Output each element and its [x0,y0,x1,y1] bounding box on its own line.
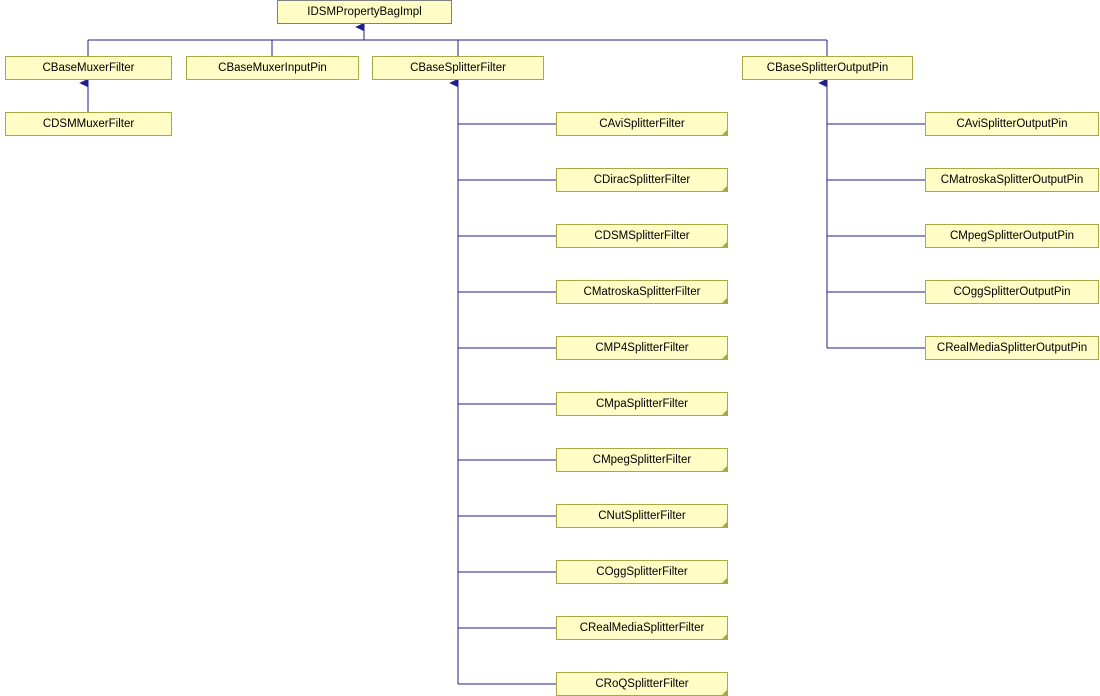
class-node-cdiracsplitterfilter[interactable]: CDiracSplitterFilter [556,168,728,192]
class-node-cmatroskasplitteroutputpin[interactable]: CMatroskaSplitterOutputPin [925,168,1099,192]
class-node-label: CDSMSplitterFilter [594,230,690,242]
class-node-label: COggSplitterOutputPin [953,286,1071,298]
class-node-label: CMatroskaSplitterFilter [583,286,701,298]
class-node-label: CMP4SplitterFilter [595,342,689,354]
class-node-label: CRealMediaSplitterFilter [579,622,705,634]
class-node-cmpegsplitteroutputpin[interactable]: CMpegSplitterOutputPin [925,224,1099,248]
class-node-label: CDiracSplitterFilter [593,174,691,186]
class-node-label: CBaseSplitterOutputPin [766,62,889,74]
class-node-coggsplitteroutputpin[interactable]: COggSplitterOutputPin [925,280,1099,304]
class-node-label: CMpaSplitterFilter [595,398,689,410]
class-node-label: CRealMediaSplitterOutputPin [936,342,1088,354]
class-node-label: CNutSplitterFilter [598,510,686,522]
class-node-label: CMpegSplitterFilter [592,454,692,466]
class-node-cmp4splitterfilter[interactable]: CMP4SplitterFilter [556,336,728,360]
class-node-label: CBaseMuxerFilter [42,62,135,74]
class-node-cmpasplitterfilter[interactable]: CMpaSplitterFilter [556,392,728,416]
class-node-label: COggSplitterFilter [596,566,688,578]
class-node-idsmpropertybagimpl[interactable]: IDSMPropertyBagImpl [277,0,452,24]
class-node-cmpegsplitterfilter[interactable]: CMpegSplitterFilter [556,448,728,472]
class-node-label: CAviSplitterFilter [599,118,685,130]
class-node-label: CBaseSplitterFilter [410,62,506,74]
class-node-crealmediasplitterfilter[interactable]: CRealMediaSplitterFilter [556,616,728,640]
class-node-label: IDSMPropertyBagImpl [307,6,422,18]
class-node-cbasemuxerinputpin[interactable]: CBaseMuxerInputPin [186,56,359,80]
class-node-cdsmsplitterfilter[interactable]: CDSMSplitterFilter [556,224,728,248]
class-node-label: CBaseMuxerInputPin [218,62,327,74]
class-node-cmatroskasplitterfilter[interactable]: CMatroskaSplitterFilter [556,280,728,304]
class-node-label: CMatroskaSplitterOutputPin [940,174,1084,186]
class-node-cbasesplitteroutputpin[interactable]: CBaseSplitterOutputPin [742,56,913,80]
class-node-coggsplitterfilter[interactable]: COggSplitterFilter [556,560,728,584]
class-node-cbasesplitterfilter[interactable]: CBaseSplitterFilter [372,56,544,80]
class-node-cbasemuxerfilter[interactable]: CBaseMuxerFilter [5,56,172,80]
class-node-cnutsplitterfilter[interactable]: CNutSplitterFilter [556,504,728,528]
class-node-cdsmmuxerfilter[interactable]: CDSMMuxerFilter [5,112,172,136]
class-node-label: CRoQSplitterFilter [595,678,689,690]
class-node-label: CMpegSplitterOutputPin [949,230,1074,242]
class-node-croqsplitterfilter[interactable]: CRoQSplitterFilter [556,672,728,696]
class-node-cavisplitteroutputpin[interactable]: CAviSplitterOutputPin [925,112,1099,136]
class-node-label: CDSMMuxerFilter [42,118,135,130]
class-node-label: CAviSplitterOutputPin [956,118,1068,130]
class-node-crealmediasplitteroutputpin[interactable]: CRealMediaSplitterOutputPin [925,336,1099,360]
class-node-cavisplitterfilter[interactable]: CAviSplitterFilter [556,112,728,136]
